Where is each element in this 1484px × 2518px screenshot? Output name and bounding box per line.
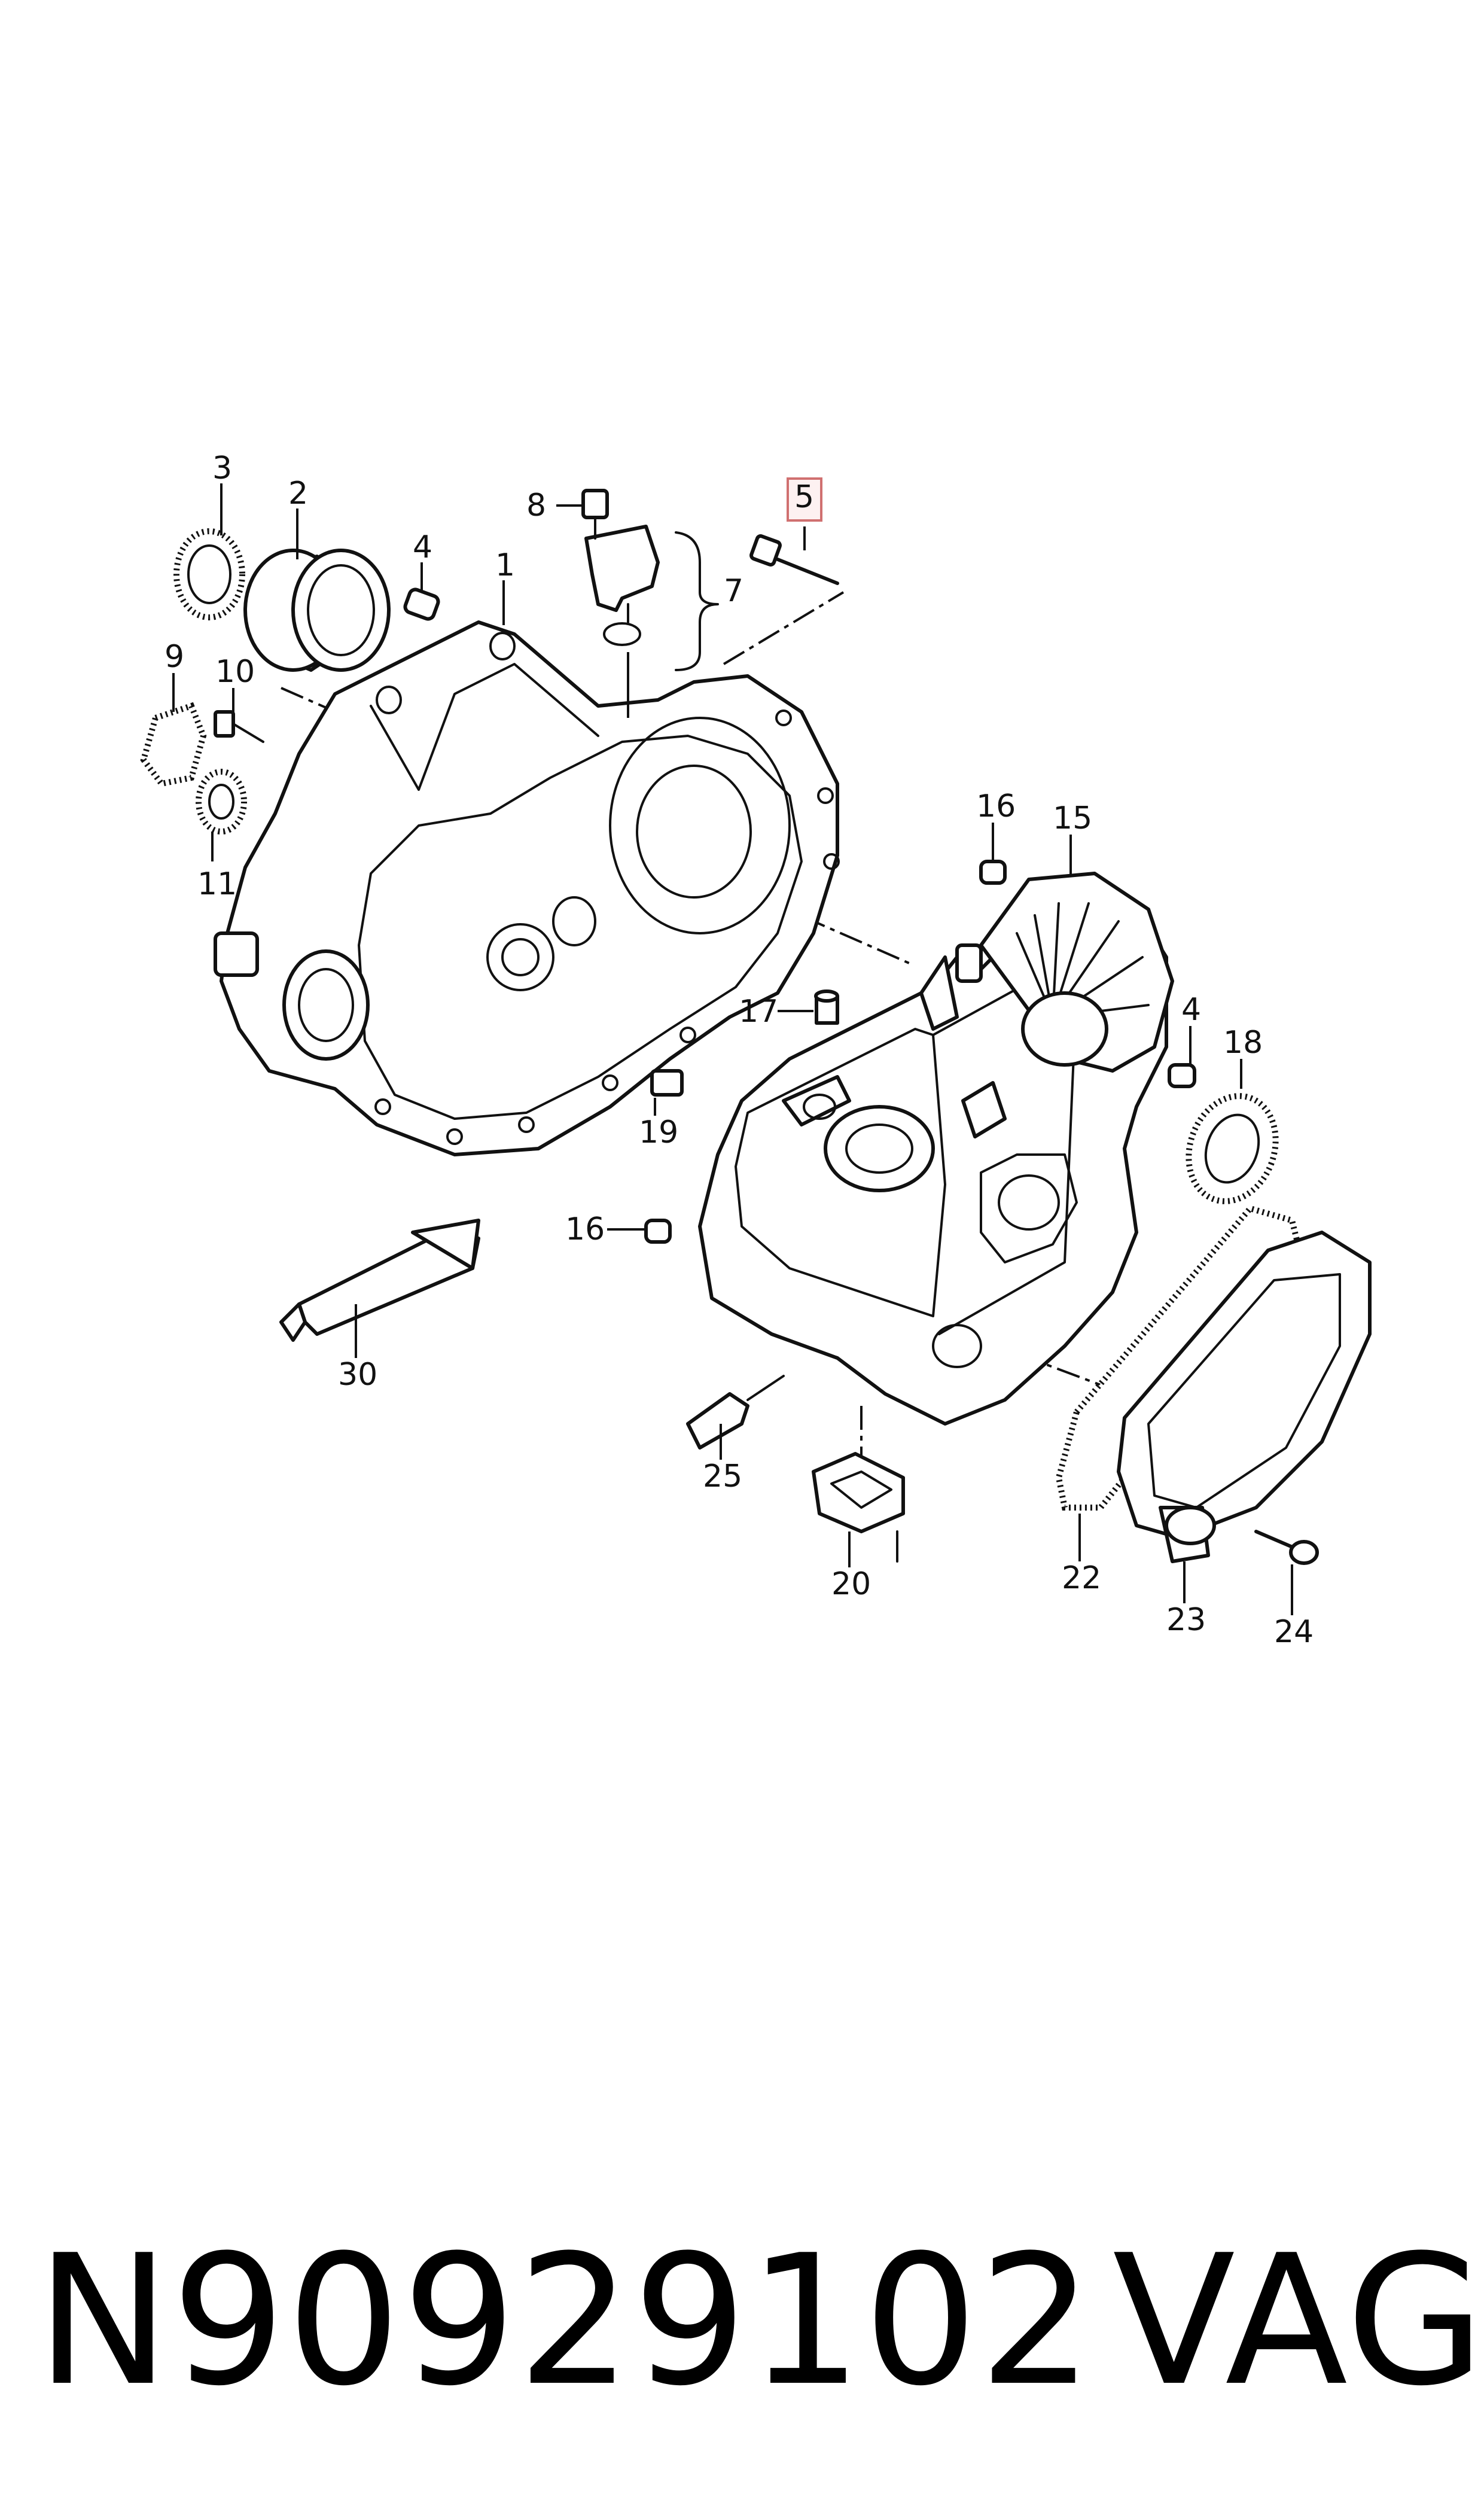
- callout-10: 10: [215, 654, 255, 690]
- plug-part-16-top: [979, 860, 1007, 885]
- brand-label: VAG: [1113, 2216, 1484, 2425]
- callout-15: 15: [1053, 800, 1092, 836]
- plug-part-16-left: [644, 1219, 672, 1244]
- gearbox-housing: [698, 872, 1174, 1426]
- sensor-part-7: [584, 525, 660, 646]
- callout-17: 17: [739, 994, 778, 1030]
- plug-part-4-right: [1168, 1063, 1196, 1088]
- leader-lines: [172, 483, 1293, 1615]
- sealant-tube-part-30: [279, 1219, 480, 1342]
- callout-18: 18: [1223, 1025, 1263, 1061]
- callout-2: 2: [288, 476, 308, 511]
- bolt-part-24: [1254, 1530, 1319, 1565]
- seal-part-18: [1186, 1093, 1279, 1204]
- callout-16-left: 16: [565, 1211, 605, 1247]
- bracket-part-20: [812, 1452, 905, 1563]
- bolt-part-8: [581, 489, 609, 540]
- callout-19: 19: [639, 1115, 678, 1150]
- callout-30: 30: [338, 1357, 377, 1393]
- plug-part-17: [814, 989, 839, 1025]
- callout-11: 11: [197, 866, 237, 902]
- seal-part-11: [196, 769, 247, 835]
- callout-3: 3: [212, 450, 232, 486]
- highlight-box: [787, 477, 822, 522]
- callout-4-top: 4: [413, 529, 432, 565]
- callout-5: 5: [794, 479, 814, 515]
- callout-1: 1: [495, 547, 515, 583]
- cap-part-9: [140, 702, 207, 787]
- bolt-part-10: [214, 710, 264, 743]
- bracket-part-7: [675, 531, 719, 671]
- callout-9: 9: [164, 639, 184, 675]
- sensor-part-25: [686, 1375, 785, 1450]
- callout-25: 25: [703, 1459, 742, 1494]
- callout-7: 7: [724, 573, 743, 609]
- callout-4-right: 4: [1181, 992, 1201, 1028]
- plug-part-4-top: [403, 587, 440, 621]
- seal-part-3: [173, 528, 245, 620]
- callout-8: 8: [526, 488, 546, 523]
- callout-24: 24: [1274, 1614, 1314, 1650]
- callout-labels: 3 2 4 1 8 5 7 9 10 11 16 15 17 4 18 19 1…: [164, 450, 1314, 1650]
- callout-16-top: 16: [976, 788, 1016, 824]
- callout-23: 23: [1166, 1602, 1206, 1638]
- callout-22: 22: [1062, 1560, 1101, 1596]
- flange-part-2: [243, 549, 391, 672]
- clutch-housing-part-1: [214, 620, 840, 1156]
- bolt-part-5: [749, 534, 839, 585]
- part-number-label: N90929102: [36, 2216, 1095, 2425]
- callout-20: 20: [831, 1566, 871, 1602]
- cover-part-23: [1117, 1231, 1372, 1563]
